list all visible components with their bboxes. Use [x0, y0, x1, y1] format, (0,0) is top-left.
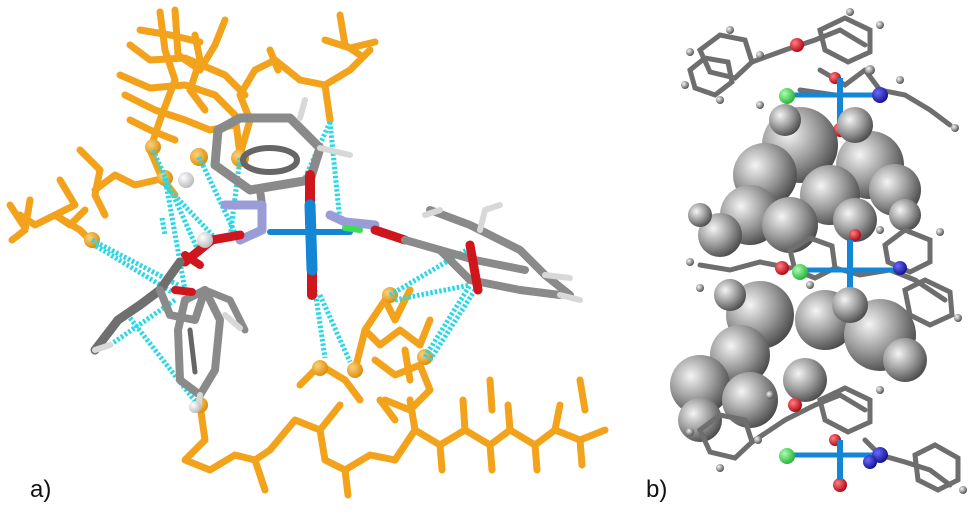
orange-ligand-framework — [6, 6, 609, 499]
highlighted-hydrogen-atoms — [178, 172, 213, 413]
packing-layer-middle — [686, 226, 962, 328]
spacefill-molecule-lower — [670, 279, 927, 442]
central-complex-sticks — [90, 97, 583, 411]
packing-layer-top — [681, 8, 959, 137]
orange-atom-spheres — [84, 139, 433, 413]
panel-a-hbond-network: a) — [6, 6, 609, 503]
panel-b-crystal-packing: b) — [646, 8, 967, 503]
panel-a-label: a) — [30, 476, 51, 503]
packing-layer-bottom — [686, 385, 967, 494]
spacefill-molecule-upper — [688, 104, 921, 257]
panel-b-label: b) — [646, 476, 667, 503]
